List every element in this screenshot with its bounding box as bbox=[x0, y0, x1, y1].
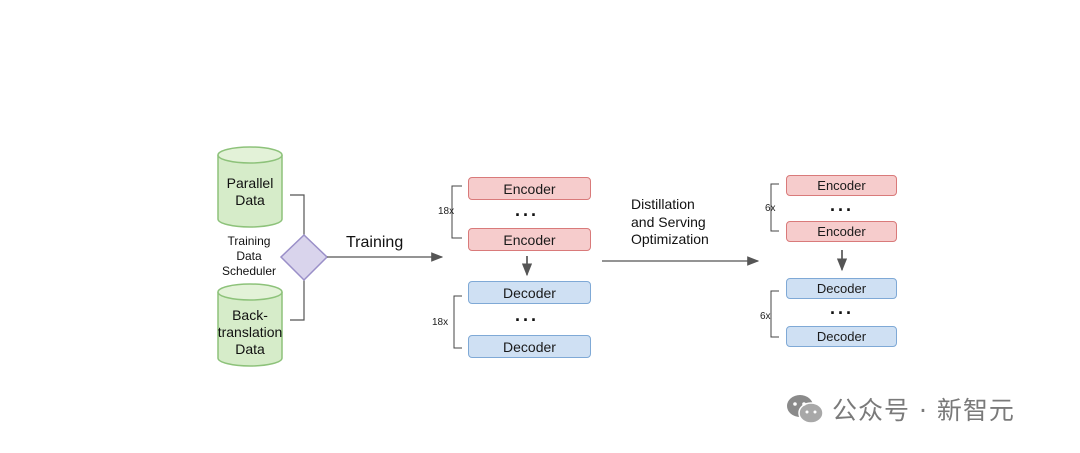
student-encoder-dots: ... bbox=[829, 195, 854, 215]
teacher-encoder-repeat: 18x bbox=[438, 206, 455, 217]
teacher-encoder-dots: ... bbox=[514, 200, 539, 220]
parallel-data-cylinder bbox=[217, 146, 283, 228]
parallel-data-label: Parallel Data bbox=[226, 175, 274, 208]
student-encoder-repeat: 6x bbox=[765, 203, 776, 214]
teacher-encoder-top: Encoder bbox=[468, 177, 591, 200]
student-encoder-bottom: Encoder bbox=[786, 221, 897, 242]
student-decoder-repeat: 6x bbox=[760, 311, 771, 322]
student-encoder-top: Encoder bbox=[786, 175, 897, 196]
scheduler-diamond bbox=[279, 233, 329, 282]
teacher-encoder-bottom: Encoder bbox=[468, 228, 591, 251]
backtranslation-data-label: Back- translation Data bbox=[217, 307, 283, 357]
teacher-decoder-top: Decoder bbox=[468, 281, 591, 304]
connector-parallel bbox=[290, 194, 305, 235]
backtranslation-data-cylinder bbox=[217, 283, 283, 367]
watermark: 公众号 · 新智元 bbox=[786, 392, 1015, 426]
student-decoder-bracket bbox=[770, 290, 779, 338]
teacher-encoder-bracket bbox=[451, 185, 462, 239]
teacher-decoder-bottom: Decoder bbox=[468, 335, 591, 358]
student-decoder-top: Decoder bbox=[786, 278, 897, 299]
teacher-decoder-dots: ... bbox=[514, 305, 539, 325]
teacher-decoder-bracket bbox=[453, 295, 462, 349]
connector-backtranslation bbox=[290, 280, 305, 321]
student-encoder-bracket bbox=[770, 183, 779, 232]
student-decoder-dots: ... bbox=[829, 298, 854, 318]
teacher-decoder-repeat: 18x bbox=[432, 317, 449, 328]
training-label: Training bbox=[346, 234, 404, 251]
wechat-icon bbox=[787, 395, 824, 424]
scheduler-label: Training Data Scheduler bbox=[221, 234, 277, 278]
watermark-text: 公众号 · 新智元 bbox=[832, 396, 1015, 425]
distillation-label: Distillation and Serving Optimization bbox=[631, 196, 709, 247]
student-decoder-bottom: Decoder bbox=[786, 326, 897, 347]
